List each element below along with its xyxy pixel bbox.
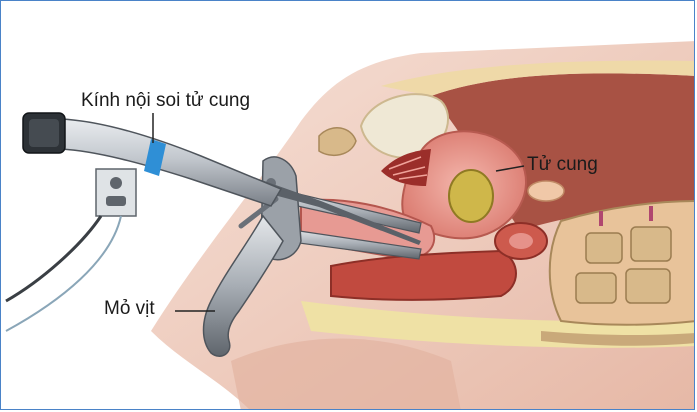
uterine-cavity — [449, 170, 493, 222]
ovary — [528, 181, 564, 201]
sacrum — [550, 201, 695, 325]
label-hysteroscope: Kính nội soi tử cung — [81, 90, 250, 112]
label-speculum: Mỏ vịt — [104, 298, 155, 320]
label-uterus: Tử cung — [527, 154, 598, 176]
